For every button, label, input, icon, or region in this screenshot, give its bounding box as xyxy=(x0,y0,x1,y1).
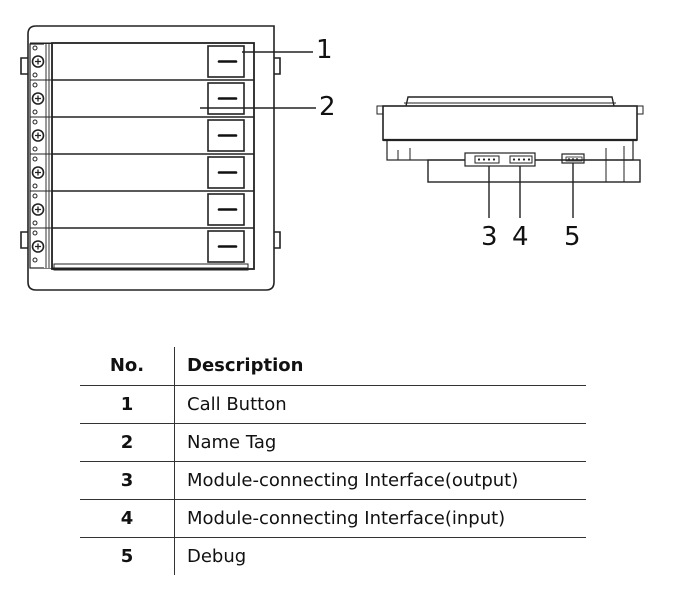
rivet-icon xyxy=(32,156,38,162)
description-table: No. Description 1 Call Button 2 Name Tag… xyxy=(80,347,586,575)
rivet-icon xyxy=(32,257,38,263)
name-tag xyxy=(56,119,206,152)
rivet-icon xyxy=(32,109,38,115)
device-figure: 1 2 3 4 5 xyxy=(0,0,684,300)
screw-slot-icon xyxy=(35,169,41,176)
rivet-icon xyxy=(32,119,38,125)
rivet-icon xyxy=(32,230,38,236)
screw-slot-icon xyxy=(35,58,41,65)
table-row: 2 Name Tag xyxy=(80,423,586,462)
header-no: No. xyxy=(80,347,175,386)
callout-label-2: 2 xyxy=(319,92,336,122)
row-description: Module-connecting Interface(output) xyxy=(174,461,586,500)
screw-slot-icon xyxy=(35,243,41,250)
name-tag xyxy=(56,45,206,78)
callout-label-1: 1 xyxy=(316,35,333,65)
name-tag xyxy=(56,156,206,189)
front-rows xyxy=(30,42,254,263)
bottom-view xyxy=(376,96,644,183)
header-description: Description xyxy=(174,347,586,386)
row-description: Name Tag xyxy=(174,423,586,462)
connector-pins xyxy=(477,158,578,161)
callout-label-5: 5 xyxy=(564,222,581,252)
table-row: 5 Debug xyxy=(80,537,586,575)
table-row: 3 Module-connecting Interface(output) xyxy=(80,461,586,500)
rivet-icon xyxy=(32,193,38,199)
row-no: 1 xyxy=(80,385,175,424)
table-header-row: No. Description xyxy=(80,347,586,386)
screw-slot-icon xyxy=(35,206,41,213)
name-tag xyxy=(56,193,206,226)
row-description: Module-connecting Interface(input) xyxy=(174,499,586,538)
rivet-icon xyxy=(32,72,38,78)
row-no: 3 xyxy=(80,461,175,500)
name-tag xyxy=(56,82,206,115)
row-no: 5 xyxy=(80,537,175,575)
row-description: Call Button xyxy=(174,385,586,424)
rivet-icon xyxy=(32,146,38,152)
rivet-icon xyxy=(32,45,38,51)
screw-slot-icon xyxy=(35,95,41,102)
table-row: 1 Call Button xyxy=(80,385,586,424)
row-no: 2 xyxy=(80,423,175,462)
row-no: 4 xyxy=(80,499,175,538)
rivet-icon xyxy=(32,183,38,189)
rivet-icon xyxy=(32,82,38,88)
component-table: No. Description 1 Call Button 2 Name Tag… xyxy=(80,347,586,575)
row-description: Debug xyxy=(187,545,247,567)
callout-label-3: 3 xyxy=(481,222,498,252)
screw-slot-icon xyxy=(35,132,41,139)
device-drawing xyxy=(20,25,644,291)
table-row: 4 Module-connecting Interface(input) xyxy=(80,499,586,538)
rivet-icon xyxy=(32,220,38,226)
name-tag xyxy=(56,230,206,263)
callout-label-4: 4 xyxy=(512,222,529,252)
